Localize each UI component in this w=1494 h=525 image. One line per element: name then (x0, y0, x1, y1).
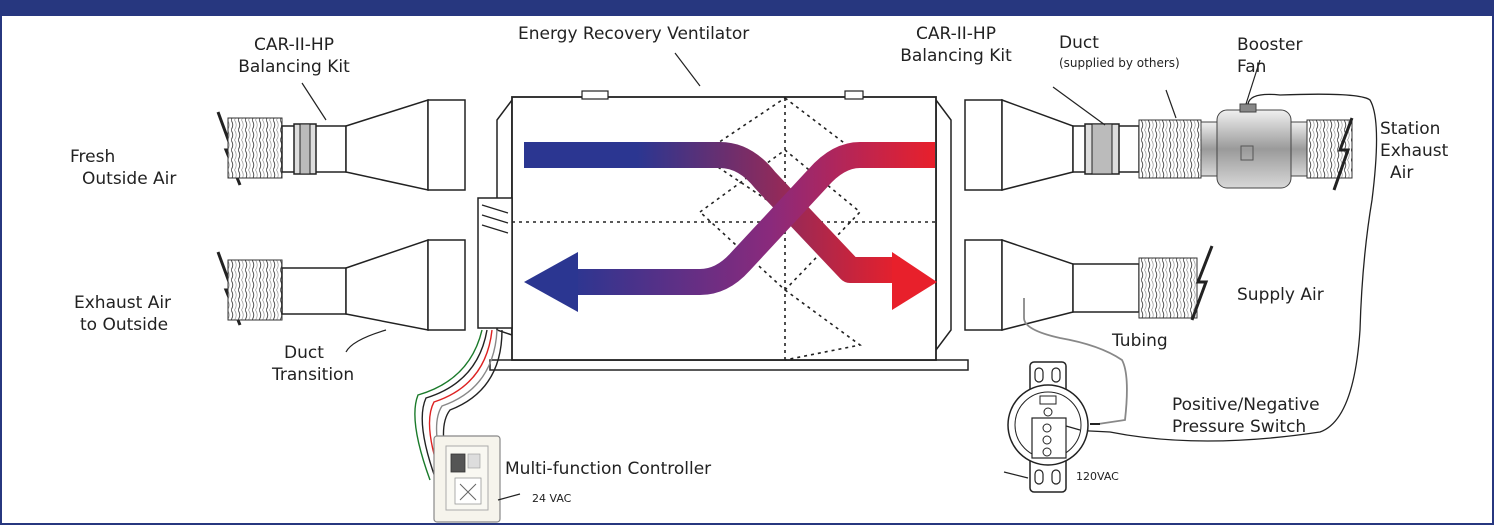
label-booster-fan-line1: Booster (1237, 35, 1303, 55)
label-exhaust-to-outside-line1: Exhaust Air (74, 293, 172, 313)
label-duct-transition-line2: Transition (272, 365, 355, 385)
label-duct-transition-line1: Duct (284, 343, 324, 363)
label-booster-fan: Booster Fan (1237, 34, 1302, 78)
balancing-kit-right (1084, 123, 1120, 175)
label-balancing-kit-left-line1: CAR-II-HP (254, 35, 334, 55)
booster-fan-wire (1069, 93, 1378, 442)
airflow-exhaust-path (524, 142, 937, 310)
label-erv: Energy Recovery Ventilator (518, 24, 750, 44)
exhaust-duct-run (216, 238, 466, 331)
label-booster-fan-line2: Fan (1237, 57, 1267, 77)
label-station-exhaust-air-line3: Air (1390, 163, 1414, 183)
label-station-exhaust-air: Station Exhaust Air (1380, 118, 1448, 184)
supply-duct-run (964, 238, 1214, 331)
diagram-frame (0, 16, 1494, 525)
label-pressure-switch: Positive/Negative Pressure Switch (1172, 394, 1320, 438)
label-balancing-kit-right-line2: Balancing Kit (900, 46, 1012, 66)
leader-lines (301, 52, 1261, 501)
erv-unit (477, 90, 969, 371)
label-station-exhaust-air-line2: Exhaust (1380, 141, 1449, 161)
label-pressure-switch-line1: Positive/Negative (1172, 395, 1320, 415)
label-supply-air: Supply Air (1237, 285, 1324, 305)
label-fresh-outside-air-line1: Fresh (70, 147, 116, 167)
label-exhaust-to-outside: Exhaust Air to Outside (74, 292, 171, 336)
label-duct-transition: Duct Transition (272, 342, 354, 386)
label-24vac: 24 VAC (532, 492, 572, 505)
label-balancing-kit-right-line1: CAR-II-HP (916, 24, 996, 44)
pressure-switch (1007, 361, 1100, 493)
label-duct-right-note: (supplied by others) (1059, 56, 1180, 70)
label-tubing: Tubing (1112, 331, 1168, 351)
label-fresh-outside-air-line2: Outside Air (82, 169, 177, 189)
fresh-air-duct-run (216, 98, 466, 191)
label-balancing-kit-left: CAR-II-HP Balancing Kit (238, 34, 350, 78)
multi-function-controller (433, 435, 501, 523)
label-balancing-kit-right: CAR-II-HP Balancing Kit (900, 23, 1012, 67)
label-exhaust-to-outside-line2: to Outside (80, 315, 169, 335)
header-bar (0, 0, 1494, 16)
booster-fan (1200, 103, 1308, 189)
controller-wires (414, 329, 503, 481)
label-balancing-kit-left-line2: Balancing Kit (238, 57, 350, 77)
label-pressure-switch-line2: Pressure Switch (1172, 417, 1307, 437)
balancing-kit-left (293, 123, 317, 175)
label-multi-function-controller: Multi-function Controller (505, 459, 712, 479)
label-duct-right: Duct (1059, 33, 1099, 53)
label-120vac: 120VAC (1076, 470, 1119, 483)
label-fresh-outside-air: Fresh Outside Air (70, 146, 176, 190)
airflow-supply-path (524, 142, 935, 312)
label-station-exhaust-air-line1: Station (1380, 119, 1441, 139)
pressure-tubing (1023, 298, 1128, 425)
station-exhaust-duct-run (964, 98, 1354, 191)
